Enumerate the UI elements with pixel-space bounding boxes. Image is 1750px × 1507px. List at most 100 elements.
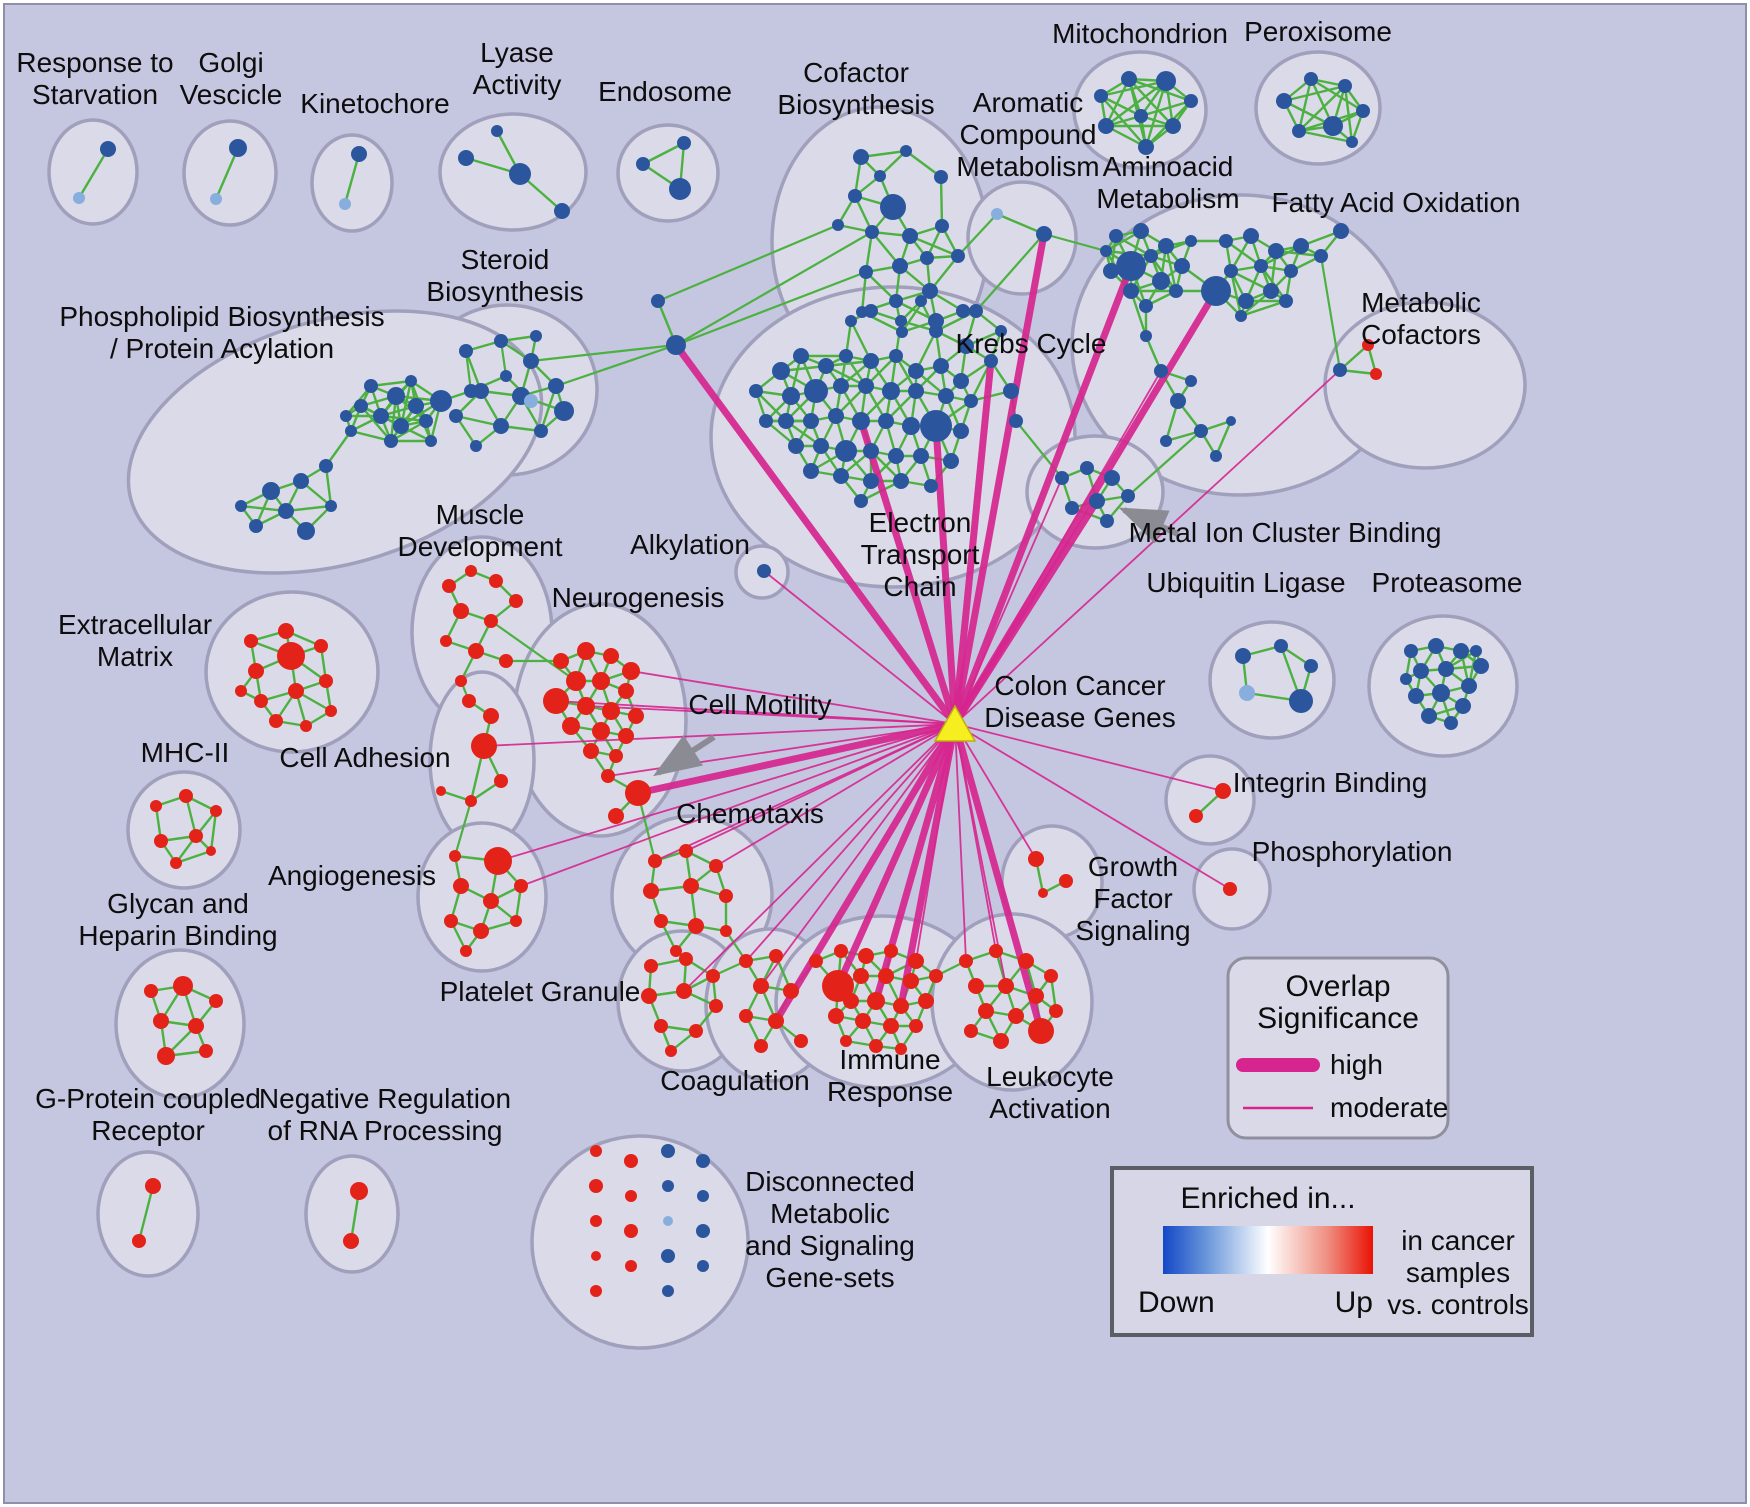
gene-set-node-red <box>1059 874 1073 888</box>
gene-set-node-red <box>553 653 569 669</box>
gene-set-node-red <box>483 893 499 909</box>
gene-set-node-red <box>769 949 783 963</box>
gene-set-node-blue <box>943 453 959 469</box>
gene-set-node-blue <box>778 413 794 429</box>
gene-set-node-blue <box>1152 272 1170 290</box>
cluster-bubble-peroxisome <box>1254 50 1382 166</box>
gene-set-node-blue <box>1140 330 1152 342</box>
label-response-to-starvation: Response to <box>16 47 173 78</box>
label-platelet-granule: Platelet Granule <box>440 976 641 1007</box>
gene-set-node-red <box>739 1009 753 1023</box>
overlap-edge-moderate <box>685 723 956 852</box>
label-electron-transport-chain: Electron <box>869 507 972 538</box>
overlap-edge-high <box>672 341 959 728</box>
gene-set-node-blue <box>833 468 849 484</box>
gene-set-node-blue <box>1174 258 1190 274</box>
gene-set-node-blue <box>100 141 116 157</box>
label-endosome: Endosome <box>598 76 732 107</box>
green-link <box>1043 232 1107 253</box>
gene-set-node-red <box>590 1145 602 1157</box>
label-lyase-activity: Lyase <box>480 37 554 68</box>
gene-set-node-blue <box>892 258 908 274</box>
gene-set-node-blue <box>854 494 868 508</box>
green-edge <box>1283 84 1346 103</box>
green-edge <box>137 1185 155 1242</box>
gene-set-node-red <box>325 705 337 717</box>
gene-set-node-red <box>968 978 984 994</box>
legend-enriched-title: Enriched in... <box>1180 1182 1355 1215</box>
label-colon-cancer-disease-genes: Colon Cancer <box>994 670 1165 701</box>
gene-set-node-blue <box>319 459 333 473</box>
gene-set-node-red <box>288 683 304 699</box>
green-edge <box>1214 420 1233 457</box>
gene-set-node-red <box>989 944 1003 958</box>
legend-down-label: Down <box>1138 1286 1215 1319</box>
gene-set-node-red <box>278 623 294 639</box>
gene-set-node-blue <box>953 373 969 389</box>
gene-set-node-blue <box>934 170 948 184</box>
gene-set-node-red <box>1044 969 1058 983</box>
gene-set-node-blue <box>1201 276 1231 306</box>
gene-set-node-red <box>300 720 312 732</box>
overlap-edge-high <box>772 720 959 1025</box>
gene-set-node-blue <box>1263 283 1279 299</box>
gene-set-node-blue <box>262 482 280 500</box>
gene-set-node-red <box>1028 1018 1054 1044</box>
gene-set-node-red <box>1362 339 1374 351</box>
label-glycan-heparin-binding: Glycan and <box>107 888 249 919</box>
green-link <box>1127 430 1202 497</box>
label-aromatic-compound-metabolism: Compound <box>960 119 1097 150</box>
gene-set-node-blue <box>1185 375 1197 387</box>
gene-set-node-red <box>244 634 258 648</box>
gene-set-node-red <box>577 642 595 660</box>
label-muscle-development: Development <box>398 531 563 562</box>
green-edge <box>935 309 977 333</box>
gene-set-node-blue <box>1194 424 1208 438</box>
green-edge <box>360 405 392 442</box>
gene-set-node-blue <box>1323 116 1343 136</box>
green-link <box>957 213 998 257</box>
green-link <box>675 270 867 347</box>
overlap-edge-high <box>932 422 959 728</box>
gene-set-node-red <box>179 789 193 803</box>
gene-set-node-blue <box>1293 238 1309 254</box>
cluster-bubble-extracellular-matrix <box>204 590 380 754</box>
gene-set-node-blue <box>373 408 389 424</box>
gene-set-node-blue <box>902 417 920 435</box>
overlap-edge-moderate <box>520 723 956 887</box>
gene-set-node-red <box>154 834 168 848</box>
gene-set-node-red <box>173 976 193 996</box>
gene-set-node-red <box>908 953 924 969</box>
gene-set-node-blue <box>1432 684 1450 702</box>
gene-set-node-lightblue <box>210 193 222 205</box>
label-immune-response: Response <box>827 1076 953 1107</box>
gene-set-node-red <box>843 993 859 1009</box>
label-krebs-cycle: Krebs Cycle <box>956 328 1107 359</box>
gene-set-node-lightblue <box>1239 685 1255 701</box>
gene-set-node-red <box>453 603 469 619</box>
gene-set-node-red <box>510 915 522 927</box>
gene-set-node-blue <box>874 170 886 182</box>
gene-set-node-red <box>277 642 305 670</box>
gene-set-node-red <box>893 998 909 1014</box>
label-phospholipid-biosynthesis: / Protein Acylation <box>110 333 334 364</box>
green-edge <box>77 148 110 199</box>
gene-set-node-red <box>132 1234 146 1248</box>
gene-set-node-red <box>654 914 668 928</box>
gene-set-node-red <box>468 643 484 659</box>
gene-set-node-red <box>483 708 499 724</box>
label-metabolic-cofactors: Cofactors <box>1361 319 1481 350</box>
gene-set-node-blue <box>491 125 503 137</box>
gene-set-node-red <box>768 1013 784 1029</box>
gene-set-node-red <box>235 685 247 697</box>
label-metabolic-cofactors: Metabolic <box>1361 287 1481 318</box>
gene-set-node-blue <box>1455 698 1471 714</box>
gene-set-node-red <box>809 954 823 968</box>
gene-set-node-blue <box>669 178 691 200</box>
gene-set-node-blue <box>908 363 924 379</box>
legend-overlap-title-line1: Overlap <box>1285 970 1390 1003</box>
green-edge <box>1140 99 1192 118</box>
gene-set-node-blue <box>548 378 564 394</box>
gene-set-node-red <box>314 639 328 653</box>
gene-set-node-red <box>150 800 162 812</box>
